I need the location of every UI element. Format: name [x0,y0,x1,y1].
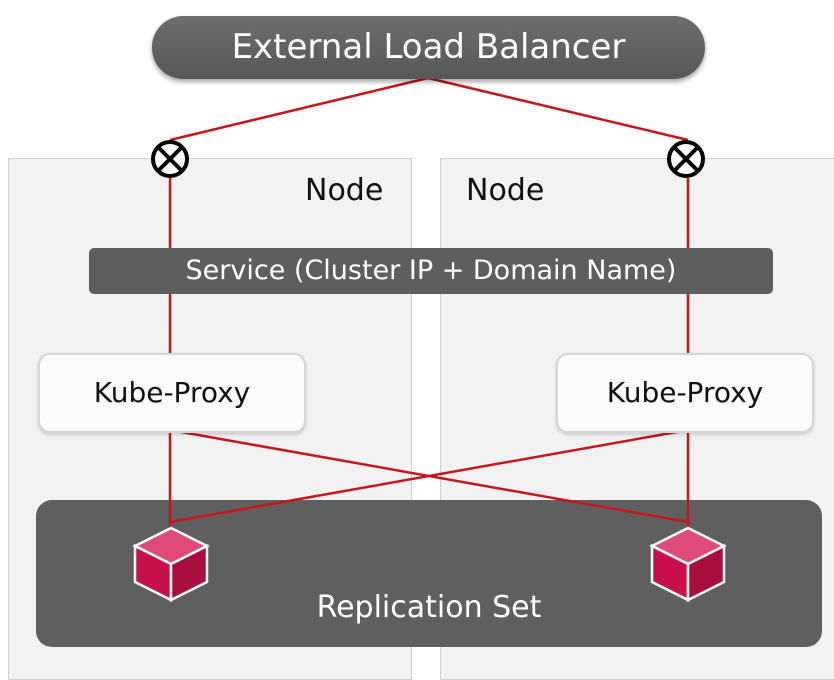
right-proxy-to-left-pod-line [169,428,689,524]
lb-to-left-port-line [169,76,429,142]
service-bar: Service (Cluster IP + Domain Name) [89,248,773,294]
kube-proxy-left: Kube-Proxy [38,353,306,433]
cube-icon [649,526,727,603]
node-label-left: Node [305,173,384,208]
external-load-balancer: External Load Balancer [152,16,705,79]
circled-times-icon [667,140,705,178]
kube-proxy-right: Kube-Proxy [556,353,814,433]
circled-times-icon [151,140,189,178]
lb-to-right-port-line [427,76,689,142]
replication-set-label: Replication Set [316,590,542,625]
node-label-right: Node [466,173,545,208]
cube-icon [132,526,210,603]
